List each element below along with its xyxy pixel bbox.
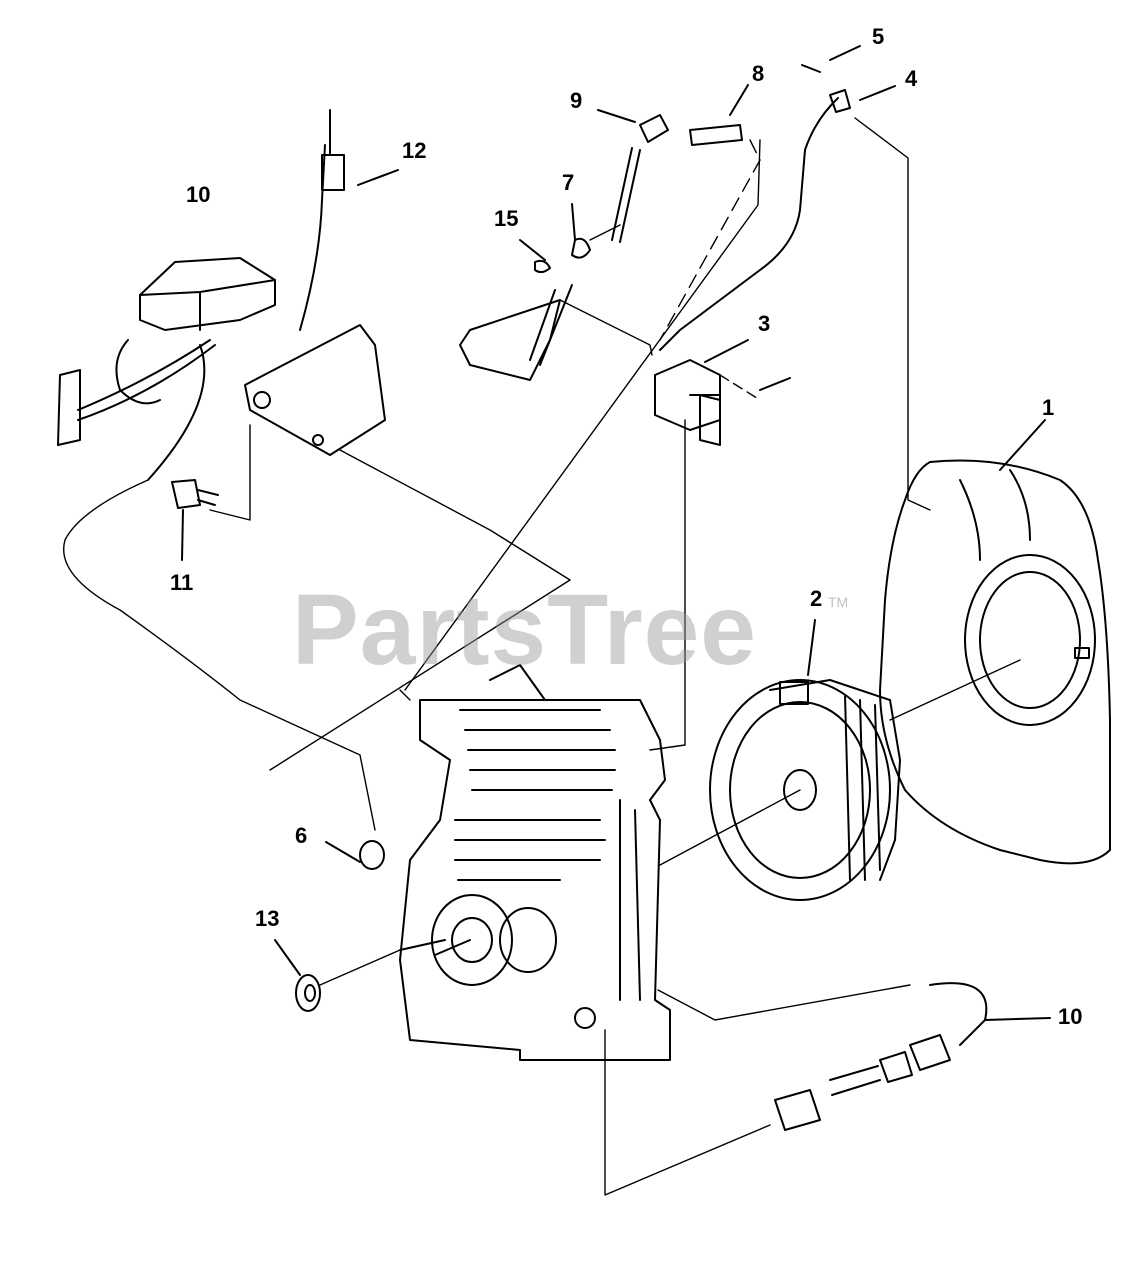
callout-12: 12 [402, 138, 427, 163]
blower-housing [879, 459, 1111, 865]
callout-2: 2 [810, 586, 823, 611]
callout-4: 4 [905, 66, 918, 91]
engine-block [399, 664, 671, 1061]
fuel-line [774, 982, 988, 1131]
callout-11: 11 [170, 570, 194, 595]
flywheel [709, 679, 901, 901]
callout-7: 7 [562, 170, 575, 195]
callout-5: 5 [872, 24, 885, 49]
callout-10-fuel: 10 [1058, 1004, 1083, 1029]
callout-9: 9 [570, 88, 583, 113]
watermark-trademark: TM [828, 594, 849, 610]
callout-6: 6 [295, 823, 308, 848]
callout-13: 13 [255, 906, 280, 931]
mounting-bracket [244, 109, 386, 456]
callout-10-coil: 10 [186, 182, 211, 207]
callout-8: 8 [752, 61, 765, 86]
coil-module [57, 257, 276, 481]
callout-15: 15 [494, 206, 519, 231]
ignition-module [654, 359, 791, 446]
watermark-text: PartsTree [292, 574, 757, 686]
spark-plug-assembly [459, 114, 743, 381]
ground-wire [659, 64, 851, 351]
leader-lines [63, 117, 1021, 1196]
screw [171, 479, 219, 509]
callout-1: 1 [1042, 395, 1055, 420]
callout-3: 3 [758, 311, 771, 336]
callout-pointers [181, 45, 1051, 1021]
washers [295, 840, 385, 1012]
